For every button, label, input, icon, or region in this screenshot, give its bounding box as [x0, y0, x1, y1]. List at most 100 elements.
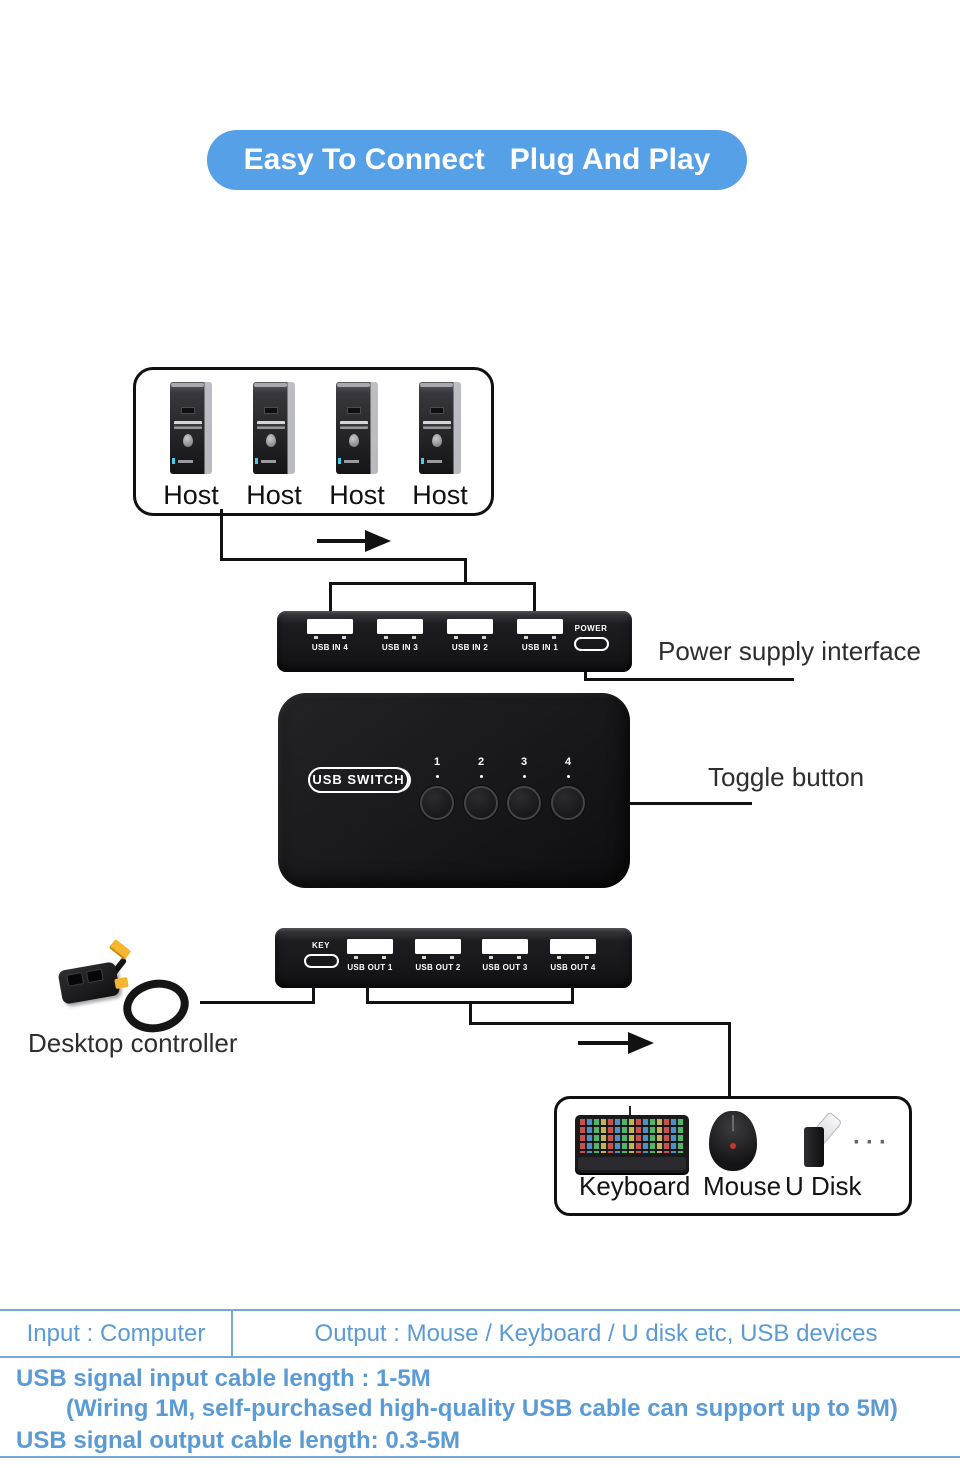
port-label: USB IN 2 — [451, 643, 489, 652]
table-border-top — [0, 1309, 960, 1311]
connector-line — [464, 558, 467, 585]
host-label: Host — [412, 480, 468, 510]
udisk-label: U Disk — [785, 1171, 862, 1201]
channel-number: 1 — [433, 756, 441, 768]
banner-title: Easy To Connect Plug And Play — [207, 130, 747, 190]
connector-line — [469, 1022, 731, 1025]
key-port-label: KEY — [312, 941, 330, 950]
mouse-icon — [709, 1111, 757, 1171]
usb-in-port: USB IN 2 — [447, 619, 493, 652]
channel-3: 3 — [506, 756, 542, 820]
arrow-right-icon — [365, 530, 391, 552]
channel-number: 4 — [564, 756, 572, 768]
port-label: USB OUT 2 — [415, 963, 461, 972]
power-port-label: POWER — [574, 624, 608, 633]
usb-a-port-icon — [550, 939, 596, 954]
arrow-right-icon — [628, 1032, 654, 1054]
usb-in-port: USB IN 4 — [307, 619, 353, 652]
connector-line — [220, 509, 223, 560]
connector-line — [469, 1001, 472, 1025]
port-label: USB OUT 4 — [550, 963, 596, 972]
keyboard-icon — [575, 1106, 689, 1173]
channel-2: 2 — [463, 756, 499, 820]
usb-out-port: USB OUT 1 — [347, 939, 393, 972]
connector-line — [312, 986, 315, 1004]
host-item: Host — [149, 382, 233, 511]
usb-a-port-icon — [517, 619, 563, 634]
toggle-callout-label: Toggle button — [708, 762, 865, 792]
host-tower-icon — [336, 382, 378, 474]
usb-out-port: USB OUT 2 — [415, 939, 461, 972]
table-divider — [231, 1309, 233, 1358]
udisk-icon — [793, 1111, 843, 1167]
callout-line — [584, 678, 794, 681]
toggle-button-icon — [420, 786, 454, 820]
toggle-button-icon — [507, 786, 541, 820]
more-dots: ··· — [853, 1129, 892, 1156]
spec-input: Input : Computer — [26, 1319, 206, 1347]
host-tower-icon — [253, 382, 295, 474]
arrow-shaft — [578, 1041, 633, 1045]
led-indicator-icon — [479, 775, 483, 778]
led-indicator-icon — [522, 775, 526, 778]
arrow-shaft — [317, 539, 369, 543]
usb-in-port: USB IN 1 — [517, 619, 563, 652]
connector-line — [220, 558, 467, 561]
host-item: Host — [315, 382, 399, 511]
table-border-bottom — [0, 1456, 960, 1458]
port-label: USB IN 1 — [521, 643, 559, 652]
power-callout-label: Power supply interface — [658, 636, 922, 666]
port-label: USB OUT 1 — [347, 963, 393, 972]
host-label: Host — [246, 480, 302, 510]
port-label: USB IN 3 — [381, 643, 419, 652]
usb-a-port-icon — [482, 939, 528, 954]
usb-switch-logo: USB SWITCH — [308, 767, 409, 793]
spec-input-cable-note: (Wiring 1M, self-purchased high-quality … — [66, 1395, 898, 1422]
usb-c-port-icon — [573, 637, 609, 651]
connector-line — [200, 1001, 315, 1004]
controller-callout-label: Desktop controller — [28, 1028, 238, 1058]
connector-line — [329, 582, 332, 613]
mouse-label: Mouse — [703, 1171, 782, 1201]
controller-body-icon — [57, 961, 121, 1005]
power-port: POWER — [570, 624, 612, 651]
usb-in-port: USB IN 3 — [377, 619, 423, 652]
connector-line — [366, 986, 369, 1004]
table-border-mid — [0, 1356, 960, 1358]
keyboard-label: Keyboard — [579, 1171, 691, 1201]
connector-line — [329, 582, 536, 585]
usb-a-port-icon — [347, 939, 393, 954]
usb-a-port-icon — [415, 939, 461, 954]
callout-line — [584, 672, 587, 681]
led-indicator-icon — [566, 775, 570, 778]
host-label: Host — [329, 480, 385, 510]
spec-input-cable: USB signal input cable length : 1-5M — [16, 1365, 431, 1392]
spec-output: Output : Mouse / Keyboard / U disk etc, … — [314, 1319, 878, 1347]
usb-a-port-icon — [377, 619, 423, 634]
host-item: Host — [398, 382, 482, 511]
host-tower-icon — [419, 382, 461, 474]
usb-out-panel: KEY USB OUT 1 USB OUT 2 USB OUT 3 USB OU… — [275, 928, 632, 988]
usb-switch-device: USB SWITCH 1 2 3 4 — [278, 693, 630, 888]
desktop-controller-icon — [48, 939, 220, 1039]
peripherals-box: ··· Keyboard Mouse U Disk — [554, 1096, 912, 1216]
led-indicator-icon — [435, 775, 439, 778]
cable-connector-icon — [108, 939, 132, 960]
port-label: USB OUT 3 — [482, 963, 528, 972]
host-label: Host — [163, 480, 219, 510]
host-tower-icon — [170, 382, 212, 474]
cable-connector-icon — [114, 976, 129, 990]
toggle-button-icon — [551, 786, 585, 820]
callout-line — [630, 802, 752, 805]
usb-out-port: USB OUT 4 — [550, 939, 596, 972]
connector-line — [728, 1022, 731, 1098]
channel-number: 3 — [520, 756, 528, 768]
usb-in-panel: USB IN 4 USB IN 3 USB IN 2 USB IN 1 POWE… — [277, 611, 632, 672]
usb-c-port-icon — [303, 954, 339, 968]
channel-number: 2 — [477, 756, 485, 768]
port-label: USB IN 4 — [311, 643, 349, 652]
channel-4: 4 — [550, 756, 586, 820]
toggle-button-icon — [464, 786, 498, 820]
spec-output-cable: USB signal output cable length: 0.3-5M — [16, 1427, 461, 1454]
usb-a-port-icon — [307, 619, 353, 634]
